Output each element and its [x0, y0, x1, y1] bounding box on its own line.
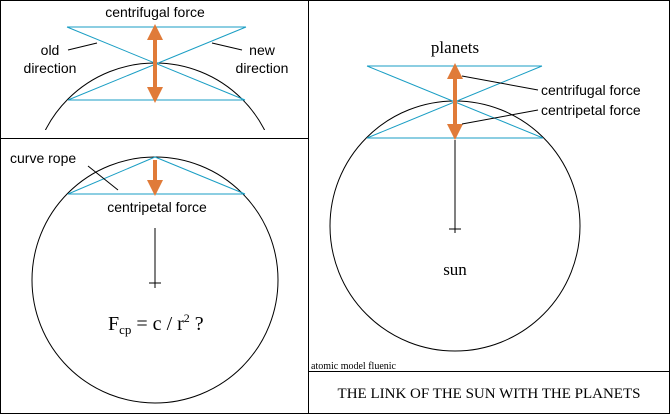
- leader: [87, 165, 119, 191]
- leader: [67, 42, 98, 51]
- centrifugal-label: centrifugal force: [541, 82, 641, 98]
- new-direction-label: direction: [236, 60, 289, 76]
- footnote: atomic model fluenic: [311, 361, 397, 372]
- formula: Fcp = c / r2 ?: [108, 311, 204, 337]
- panel-centripetal: curve rope centripetal force Fcp = c / r…: [10, 150, 279, 404]
- panel-sun: planets centrifugal force centripetal fo…: [311, 38, 641, 402]
- centripetal-label: centripetal force: [541, 102, 641, 118]
- caption: THE LINK OF THE SUN WITH THE PLANETS: [338, 386, 641, 402]
- old-direction-label: direction: [24, 60, 77, 76]
- old-label: old: [41, 42, 60, 58]
- new-label: new: [249, 42, 276, 58]
- leader: [211, 42, 243, 51]
- rope-label: curve rope: [10, 150, 76, 166]
- planets-label: planets: [431, 38, 479, 57]
- centrifugal-title: centrifugal force: [105, 4, 205, 20]
- panel-centrifugal: centrifugal force old direction new dire…: [24, 4, 289, 130]
- sun-label: sun: [443, 260, 467, 279]
- centripetal-label: centripetal force: [107, 199, 207, 215]
